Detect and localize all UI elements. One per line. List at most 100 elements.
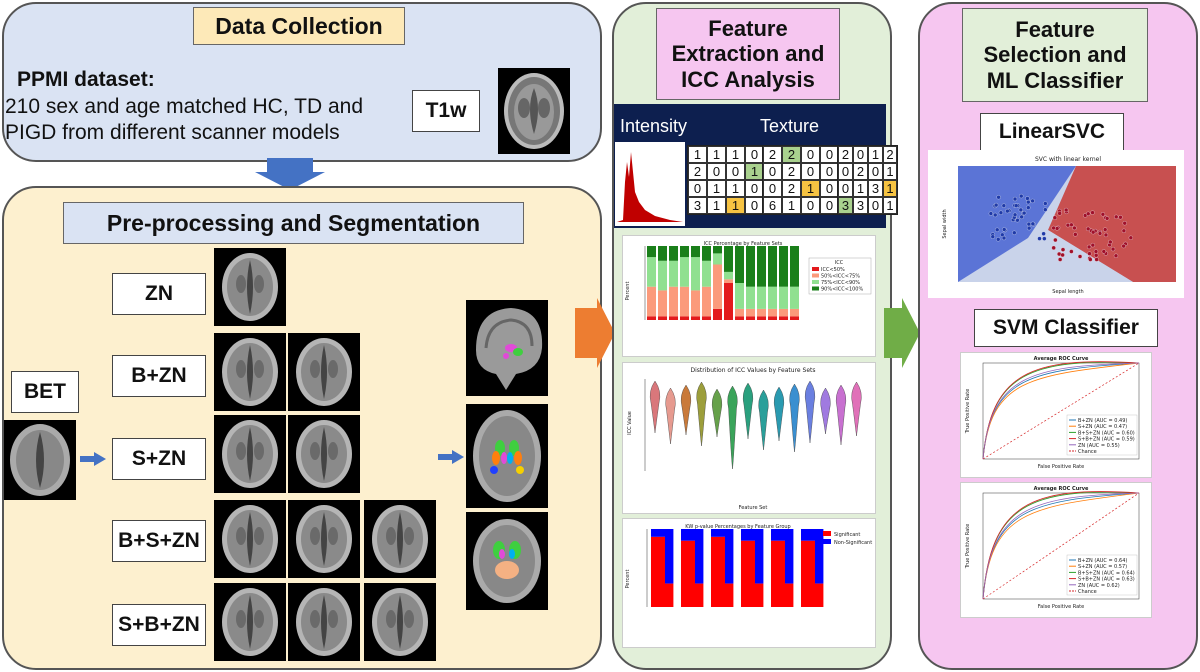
data-point — [1026, 199, 1031, 205]
violin — [851, 381, 862, 437]
matrix-cell: 1 — [688, 146, 707, 163]
preprocessing-title: Pre-processing and Segmentation — [63, 202, 524, 244]
legend-box — [1066, 414, 1138, 456]
kw-ylabel: Percent — [625, 570, 631, 589]
violin — [820, 387, 831, 435]
matrix-cell: 1 — [782, 197, 801, 214]
bar-segment — [680, 257, 689, 287]
matrix-cell: 0 — [763, 180, 782, 197]
bar-segment — [746, 246, 755, 287]
roc-xlabel: False Positive Rate — [1038, 604, 1084, 610]
legend-label: 50%<ICC<75% — [821, 274, 860, 280]
matrix-cell: 3 — [868, 180, 883, 197]
legend-label: 90%<ICC<100% — [821, 287, 863, 293]
preprocessed-brain-image — [214, 500, 286, 578]
matrix-cell: 0 — [688, 180, 707, 197]
data-point — [1019, 193, 1024, 199]
matrix-cell: 1 — [707, 180, 726, 197]
violin — [680, 384, 692, 436]
bar-segment — [658, 290, 667, 317]
title-line: Selection and — [983, 42, 1127, 68]
preprocessed-brain-image — [364, 583, 436, 661]
plot-frame — [982, 362, 1140, 460]
bar-non-significant — [711, 529, 725, 537]
matrix-cell: 1 — [707, 197, 726, 214]
bar-segment — [724, 279, 733, 283]
legend-label: ZN (AUC = 0.62) — [1078, 583, 1120, 589]
matrix-cell: 0 — [838, 180, 853, 197]
data-point — [1103, 232, 1109, 238]
svc-xlabel: Sepal length — [1052, 289, 1083, 295]
title-line: ICC Analysis — [681, 66, 815, 92]
data-point — [1058, 257, 1063, 262]
svc-ylabel: Sepal width — [942, 209, 948, 238]
plot-frame — [982, 492, 1140, 600]
data-point — [1001, 203, 1006, 208]
data-point — [1030, 198, 1035, 204]
matrix-cell: 1 — [726, 146, 745, 163]
bar-segment — [680, 316, 689, 320]
data-point — [1026, 205, 1031, 210]
data-point — [1018, 207, 1023, 213]
bar-significant — [681, 540, 695, 607]
preprocessed-brain-image — [214, 333, 286, 411]
data-point — [1103, 227, 1108, 232]
matrix-cell: 2 — [883, 146, 897, 163]
data-point — [1015, 218, 1020, 223]
dataset-description-line1: 210 sex and age matched HC, TD and — [5, 95, 363, 118]
data-point — [994, 202, 999, 208]
data-point — [1118, 215, 1123, 220]
data-point — [1030, 221, 1035, 226]
bar-segment — [647, 257, 656, 287]
data-point — [1100, 212, 1106, 217]
bar-non-significant — [665, 529, 674, 584]
data-point — [1088, 257, 1093, 262]
violin — [696, 381, 707, 447]
bet-brain-image — [4, 420, 76, 500]
bar-segment — [713, 253, 722, 265]
linear-svc-label: LinearSVC — [980, 113, 1124, 151]
bar-non-significant — [771, 529, 785, 541]
legend-swatch — [812, 286, 819, 291]
legend-title: ICC — [835, 260, 844, 266]
data-point — [1073, 232, 1078, 237]
bar-segment — [702, 286, 711, 317]
roc-line — [982, 362, 1140, 460]
matrix-cell: 0 — [707, 163, 726, 180]
bar-segment — [790, 246, 799, 287]
bar-segment — [691, 316, 700, 320]
bar-segment — [658, 316, 667, 320]
data-point — [1110, 246, 1116, 252]
bar-segment — [746, 316, 755, 320]
matrix-cell: 3 — [853, 197, 868, 214]
data-point — [988, 211, 994, 216]
matrix-cell: 0 — [838, 163, 853, 180]
bar-segment — [713, 308, 722, 320]
bar-segment — [702, 260, 711, 287]
violin — [649, 380, 661, 434]
legend-label: 75%<ICC<90% — [821, 280, 860, 286]
bar-significant — [695, 583, 704, 607]
data-point — [1002, 227, 1007, 232]
bar-segment — [735, 246, 744, 283]
b-zn-label: B+ZN — [112, 355, 206, 397]
data-point — [1057, 211, 1062, 216]
bar-segment — [768, 246, 777, 287]
data-point — [1064, 207, 1069, 213]
bar-segment — [757, 316, 766, 320]
bar-non-significant — [651, 529, 665, 537]
data-point — [1094, 257, 1099, 262]
chance-line — [982, 362, 1140, 460]
data-point — [1087, 251, 1092, 256]
matrix-cell: 2 — [838, 146, 853, 163]
preprocessed-brain-image — [214, 415, 286, 493]
data-collection-title: Data Collection — [193, 7, 405, 45]
bar-segment — [669, 316, 678, 320]
data-point — [1065, 223, 1071, 228]
data-point — [1012, 230, 1017, 235]
matrix-cell: 2 — [782, 180, 801, 197]
dataset-description-line2: PIGD from different scanner models — [5, 121, 340, 144]
bar-segment — [658, 246, 667, 261]
bar-segment — [757, 286, 766, 309]
icc-percentage-chart: ICC Percentage by Feature Sets Percent I… — [622, 235, 876, 357]
